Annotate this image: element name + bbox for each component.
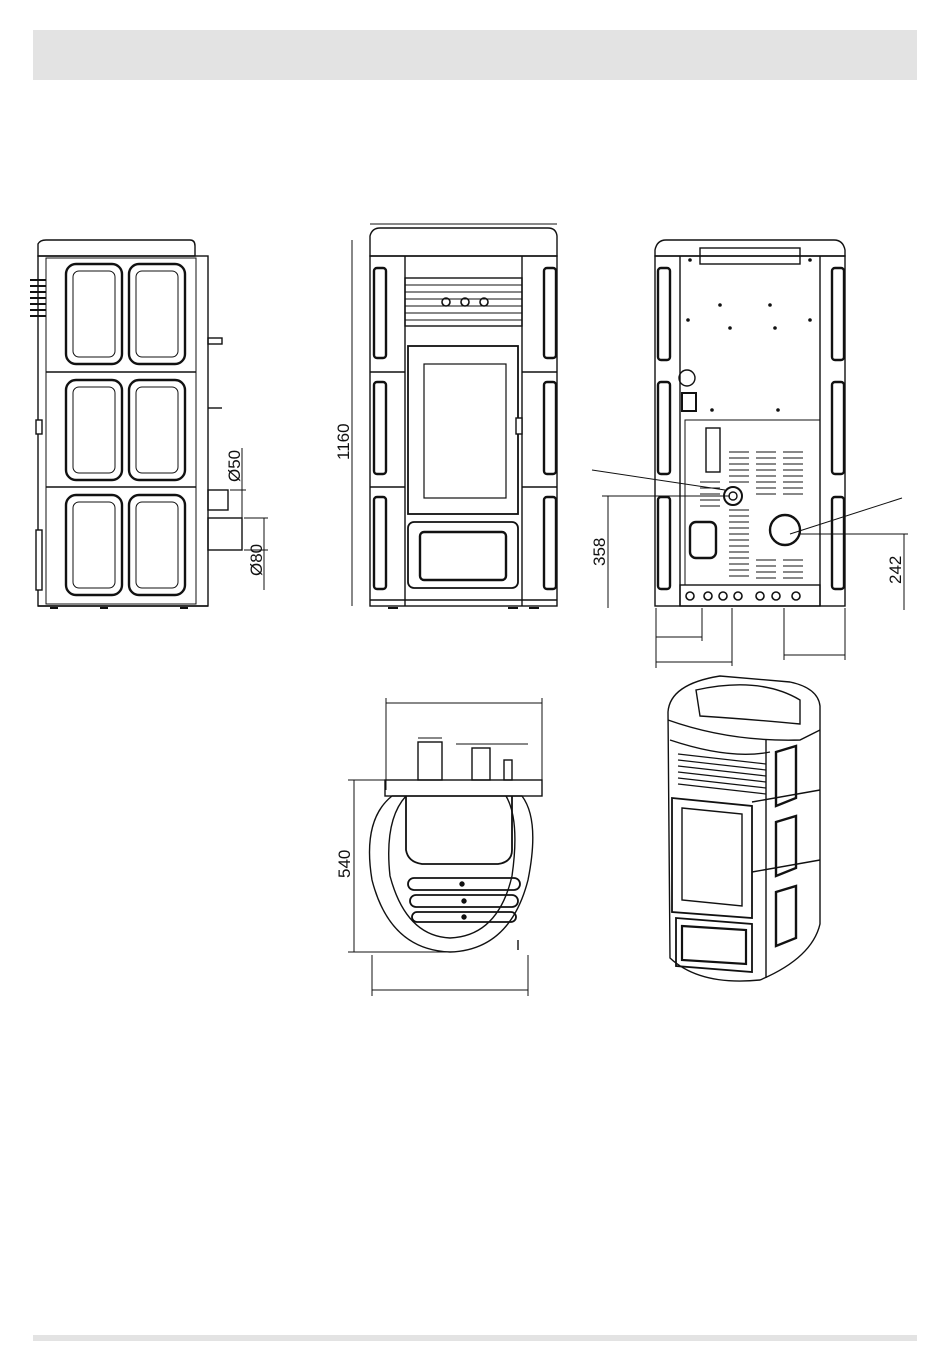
dim-air-inlet: Ø80 — [247, 544, 266, 576]
top-view — [348, 698, 542, 996]
front-view — [352, 224, 557, 608]
dim-depth: 540 — [335, 850, 354, 878]
dim-rear-inlet-height: 242 — [886, 556, 905, 584]
dim-flue-pipe: Ø50 — [225, 450, 244, 482]
rear-view — [592, 240, 908, 668]
dim-rear-outlet-height: 358 — [590, 538, 609, 566]
side-view — [30, 240, 268, 608]
dim-height: 1160 — [334, 423, 353, 460]
perspective-view — [668, 676, 820, 981]
